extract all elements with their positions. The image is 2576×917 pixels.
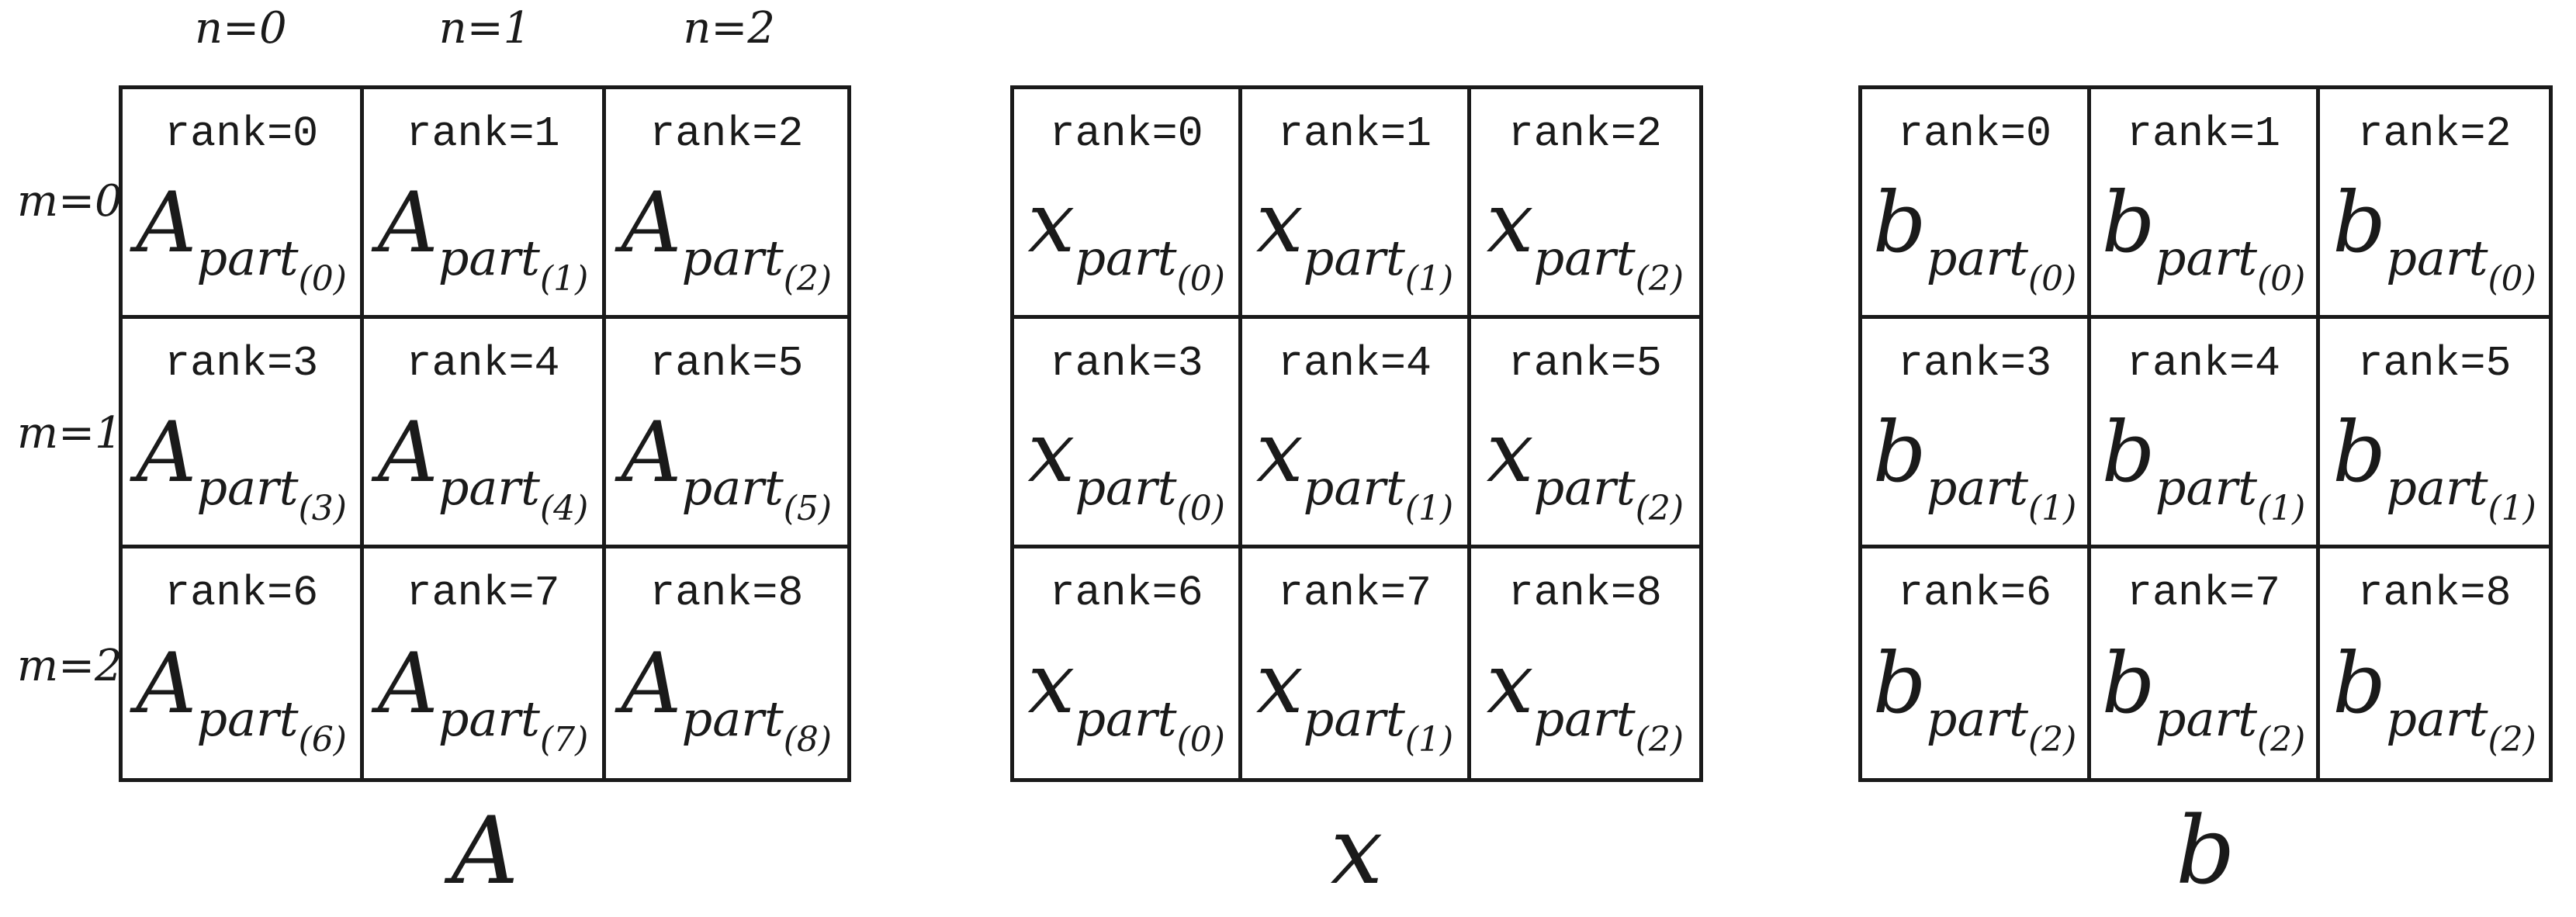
- cell-x-rank3: rank=3 xpart(0): [1014, 319, 1243, 548]
- grid-a-column-headers: n=0 n=1 n=2: [119, 5, 851, 53]
- rank-label: rank=2: [1508, 109, 1662, 158]
- rank-label: rank=7: [1277, 569, 1432, 618]
- rank-label: rank=2: [2357, 109, 2512, 158]
- rank-label: rank=2: [649, 109, 804, 158]
- cell-x-rank2: rank=2 xpart(2): [1470, 89, 1699, 319]
- rank-label: rank=6: [1897, 569, 2052, 618]
- col-header-n0: n=0: [195, 3, 287, 54]
- row-label-m1: m=1: [17, 408, 123, 459]
- cell-b-rank5: rank=5 bpart(1): [2320, 319, 2549, 548]
- cell-x-rank6: rank=6 xpart(0): [1014, 548, 1243, 778]
- partition-symbol: Apart(8): [621, 635, 833, 760]
- partition-symbol: xpart(2): [1486, 174, 1684, 299]
- matrix-a-grid: rank=0 Apart(0) rank=1 Apart(1) rank=2 A…: [119, 85, 851, 782]
- partition-symbol: Apart(1): [377, 174, 589, 299]
- partition-symbol: xpart(0): [1027, 174, 1225, 299]
- partition-symbol: Apart(3): [136, 403, 347, 528]
- partition-symbol: xpart(1): [1255, 635, 1454, 760]
- rank-label: rank=3: [1049, 339, 1203, 388]
- rank-label: rank=4: [406, 339, 560, 388]
- rank-label: rank=8: [649, 569, 804, 618]
- partition-symbol: Apart(4): [377, 403, 589, 528]
- partition-symbol: bpart(1): [2332, 403, 2536, 528]
- rank-label: rank=8: [1508, 569, 1662, 618]
- partition-symbol: bpart(0): [1872, 174, 2077, 299]
- rank-label: rank=5: [2357, 339, 2512, 388]
- row-label-m2: m=2: [17, 640, 123, 691]
- rank-label: rank=4: [1277, 339, 1432, 388]
- rank-label: rank=1: [2126, 109, 2281, 158]
- partition-symbol: bpart(2): [2101, 635, 2306, 760]
- rank-label: rank=1: [406, 109, 560, 158]
- cell-a-rank4: rank=4 Apart(4): [364, 319, 606, 548]
- cell-x-rank8: rank=8 xpart(2): [1471, 548, 1699, 778]
- cell-b-rank6: rank=6 bpart(2): [1862, 548, 2091, 778]
- cell-x-rank1: rank=1 xpart(1): [1242, 89, 1471, 319]
- partition-symbol: xpart(0): [1027, 403, 1225, 528]
- rank-label: rank=7: [406, 569, 560, 618]
- cell-x-rank5: rank=5 xpart(2): [1470, 319, 1699, 548]
- partition-symbol: bpart(1): [1872, 403, 2077, 528]
- grid-x-caption: x: [1330, 798, 1383, 905]
- vector-b-grid: rank=0 bpart(0) rank=1 bpart(0) rank=2 b…: [1858, 85, 2553, 782]
- partition-symbol: xpart(2): [1486, 635, 1684, 760]
- cell-b-rank3: rank=3 bpart(1): [1862, 319, 2091, 548]
- grid-a-caption: A: [451, 798, 519, 905]
- partition-symbol: xpart(1): [1255, 403, 1454, 528]
- cell-b-rank8: rank=8 bpart(2): [2320, 548, 2549, 778]
- cell-x-rank0: rank=0 xpart(0): [1014, 89, 1243, 319]
- rank-label: rank=7: [2126, 569, 2281, 618]
- rank-label: rank=5: [1508, 339, 1662, 388]
- rank-label: rank=6: [164, 569, 319, 618]
- rank-label: rank=1: [1277, 109, 1432, 158]
- cell-a-rank5: rank=5 Apart(5): [605, 319, 847, 548]
- partition-symbol: xpart(2): [1486, 403, 1684, 528]
- cell-a-rank0: rank=0 Apart(0): [123, 89, 365, 319]
- rank-label: rank=5: [649, 339, 804, 388]
- partition-symbol: bpart(0): [2332, 174, 2536, 299]
- partition-symbol: bpart(1): [2101, 403, 2306, 528]
- rank-label: rank=8: [2357, 569, 2512, 618]
- rank-label: rank=3: [164, 339, 319, 388]
- cell-a-rank6: rank=6 Apart(6): [123, 548, 365, 778]
- cell-a-rank8: rank=8 Apart(8): [606, 548, 847, 778]
- cell-a-rank2: rank=2 Apart(2): [605, 89, 847, 319]
- partition-symbol: bpart(2): [2332, 635, 2536, 760]
- cell-b-rank7: rank=7 bpart(2): [2091, 548, 2320, 778]
- rank-label: rank=3: [1897, 339, 2052, 388]
- vector-x-grid: rank=0 xpart(0) rank=1 xpart(1) rank=2 x…: [1010, 85, 1703, 782]
- partition-symbol: xpart(0): [1027, 635, 1225, 760]
- grid-a-row-labels: m=0 m=1 m=2: [17, 85, 123, 782]
- col-header-n1: n=1: [438, 3, 531, 54]
- rank-label: rank=0: [1897, 109, 2052, 158]
- partition-symbol: Apart(6): [136, 635, 347, 760]
- rank-label: rank=4: [2126, 339, 2281, 388]
- col-header-n2: n=2: [683, 3, 775, 54]
- cell-a-rank3: rank=3 Apart(3): [123, 319, 365, 548]
- rank-label: rank=0: [164, 109, 319, 158]
- cell-x-rank4: rank=4 xpart(1): [1242, 319, 1471, 548]
- cell-b-rank4: rank=4 bpart(1): [2091, 319, 2320, 548]
- cell-a-rank7: rank=7 Apart(7): [364, 548, 606, 778]
- cell-x-rank7: rank=7 xpart(1): [1242, 548, 1471, 778]
- partition-symbol: xpart(1): [1255, 174, 1454, 299]
- partition-symbol: Apart(2): [621, 174, 833, 299]
- partition-symbol: bpart(0): [2101, 174, 2306, 299]
- partition-symbol: Apart(5): [621, 403, 833, 528]
- cell-b-rank2: rank=2 bpart(0): [2320, 89, 2549, 319]
- partition-symbol: Apart(0): [136, 174, 347, 299]
- cell-a-rank1: rank=1 Apart(1): [364, 89, 606, 319]
- row-label-m0: m=0: [17, 176, 123, 227]
- partition-symbol: bpart(2): [1872, 635, 2077, 760]
- rank-label: rank=0: [1049, 109, 1203, 158]
- rank-label: rank=6: [1049, 569, 1203, 618]
- grid-b-caption: b: [2176, 798, 2235, 905]
- cell-b-rank1: rank=1 bpart(0): [2091, 89, 2320, 319]
- partition-symbol: Apart(7): [377, 635, 589, 760]
- cell-b-rank0: rank=0 bpart(0): [1862, 89, 2091, 319]
